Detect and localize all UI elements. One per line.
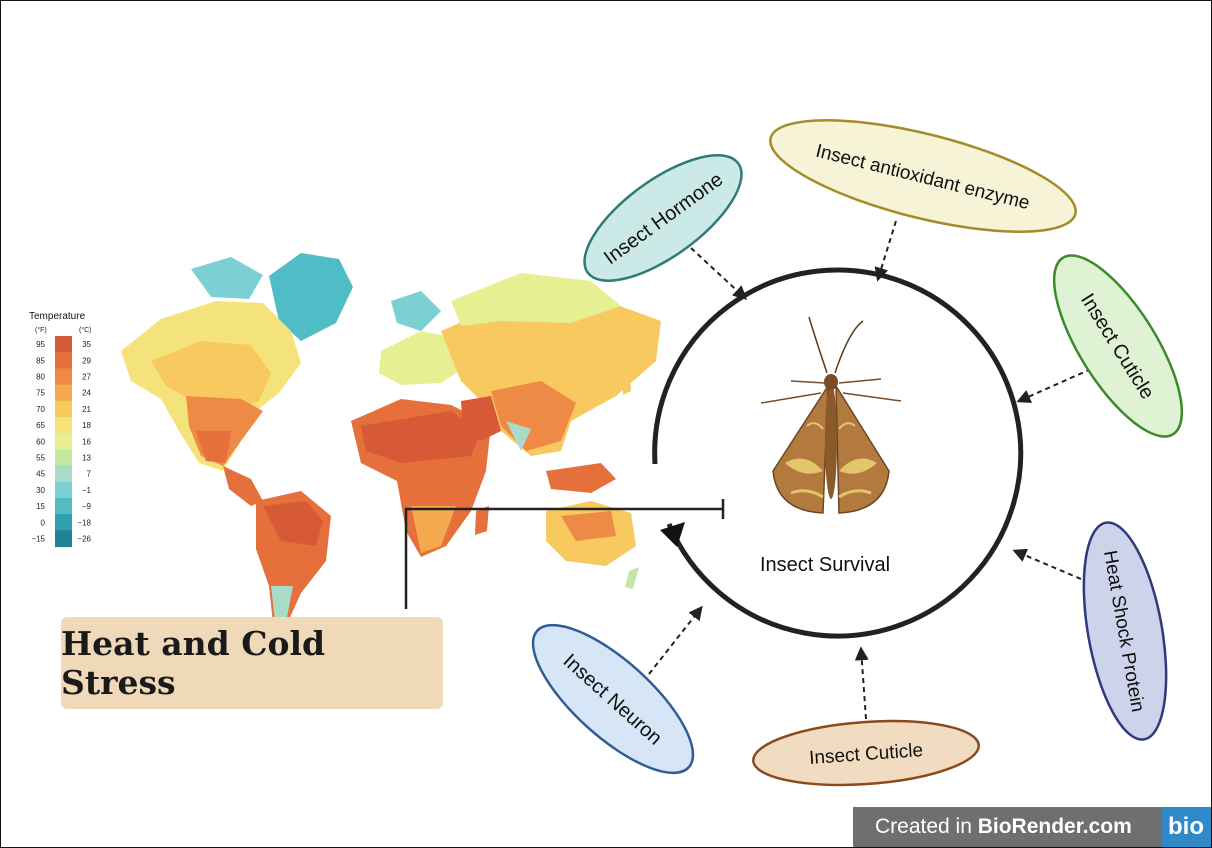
heat-shock-ellipse — [1082, 521, 1168, 741]
neuron-ellipse — [531, 623, 695, 775]
legend-swatch — [55, 514, 72, 531]
biorender-watermark[interactable]: Created in BioRender.com bio — [853, 807, 1211, 847]
world-temperature-map — [121, 253, 661, 626]
legend-f-value: −15 — [31, 535, 45, 544]
legend-swatch — [55, 384, 72, 402]
legend-swatch — [55, 465, 72, 483]
legend-f-value: 75 — [36, 389, 45, 398]
legend-f-value: 65 — [36, 421, 45, 430]
legend-f-value: 95 — [36, 340, 45, 349]
legend-f-value: 85 — [36, 356, 45, 365]
biorender-brand: BioRender.com — [977, 815, 1132, 838]
legend-swatch — [55, 530, 72, 548]
legend-f-value: 45 — [36, 470, 45, 479]
arrow-cuticle-right — [1016, 368, 1092, 403]
legend-c-value: 29 — [82, 356, 91, 365]
legend-title: Temperature — [29, 311, 86, 322]
antioxidant-ellipse — [769, 119, 1077, 233]
legend-f-value: 70 — [36, 405, 45, 414]
legend-c-value: −26 — [77, 535, 91, 544]
legend-f-value: 80 — [36, 373, 45, 382]
legend-swatch — [55, 481, 72, 499]
legend-swatch — [55, 400, 72, 418]
survival-cycle — [652, 267, 1024, 639]
legend-c-value: 27 — [82, 373, 91, 382]
legend-f-value: 55 — [36, 454, 45, 463]
arrow-heat-shock — [1012, 548, 1082, 580]
legend-f-value: 60 — [36, 437, 45, 446]
legend-swatch — [55, 352, 72, 369]
factor-cuticle-right: Insect Cuticle — [1052, 254, 1184, 438]
survival-cycle-arc — [652, 267, 1024, 639]
biorender-created: Created in — [875, 815, 978, 838]
legend-c-value: 21 — [82, 405, 91, 414]
biorender-logo: bio — [1161, 807, 1211, 847]
arrow-hormone — [690, 247, 748, 300]
legend-f-value: 0 — [41, 518, 46, 527]
arrow-antioxidant — [874, 220, 897, 282]
legend-f-value: 30 — [36, 486, 45, 495]
legend-swatch — [55, 336, 72, 353]
factor-antioxidant: Insect antioxidant enzyme — [769, 119, 1077, 233]
legend-c-value: −18 — [77, 518, 91, 527]
hormone-ellipse — [583, 154, 743, 282]
moth-illustration — [760, 316, 902, 514]
legend-swatch — [55, 449, 72, 467]
legend-swatch — [55, 498, 72, 515]
legend-c-value: 13 — [82, 454, 91, 463]
arrow-cuticle-bottom — [854, 646, 869, 720]
biorender-text: Created in BioRender.com — [875, 815, 1132, 839]
legend-c-value: 7 — [87, 470, 92, 479]
stress-box: Heat and Cold Stress — [61, 617, 443, 709]
cycle-arrowhead — [660, 522, 685, 547]
legend-c-value: 16 — [82, 437, 91, 446]
legend-c-value: −9 — [82, 502, 92, 511]
legend-swatch — [55, 368, 72, 386]
legend-swatch — [55, 433, 72, 450]
factor-heat-shock: Heat Shock Protein — [1082, 521, 1168, 741]
legend-c-value: −1 — [82, 486, 92, 495]
stress-connector — [404, 499, 725, 609]
cuticle-bottom-ellipse — [752, 719, 980, 787]
factor-cuticle-bottom: Insect Cuticle — [752, 719, 980, 787]
legend-swatch — [55, 417, 72, 434]
legend-c-value: 18 — [82, 421, 91, 430]
legend-unit-c: (°C) — [79, 326, 92, 334]
legend-f-value: 15 — [36, 502, 45, 511]
stress-label: Heat and Cold Stress — [61, 624, 326, 702]
factor-hormone: Insect Hormone — [583, 154, 743, 282]
arrow-neuron — [648, 605, 703, 675]
legend-c-value: 24 — [82, 389, 91, 398]
legend-c-value: 35 — [82, 340, 91, 349]
survival-label: Insect Survival — [760, 554, 890, 576]
cuticle-right-ellipse — [1052, 254, 1184, 438]
factor-neuron: Insect Neuron — [531, 623, 695, 775]
factor-arrows — [648, 220, 1092, 720]
legend-unit-f: (°F) — [35, 326, 47, 334]
